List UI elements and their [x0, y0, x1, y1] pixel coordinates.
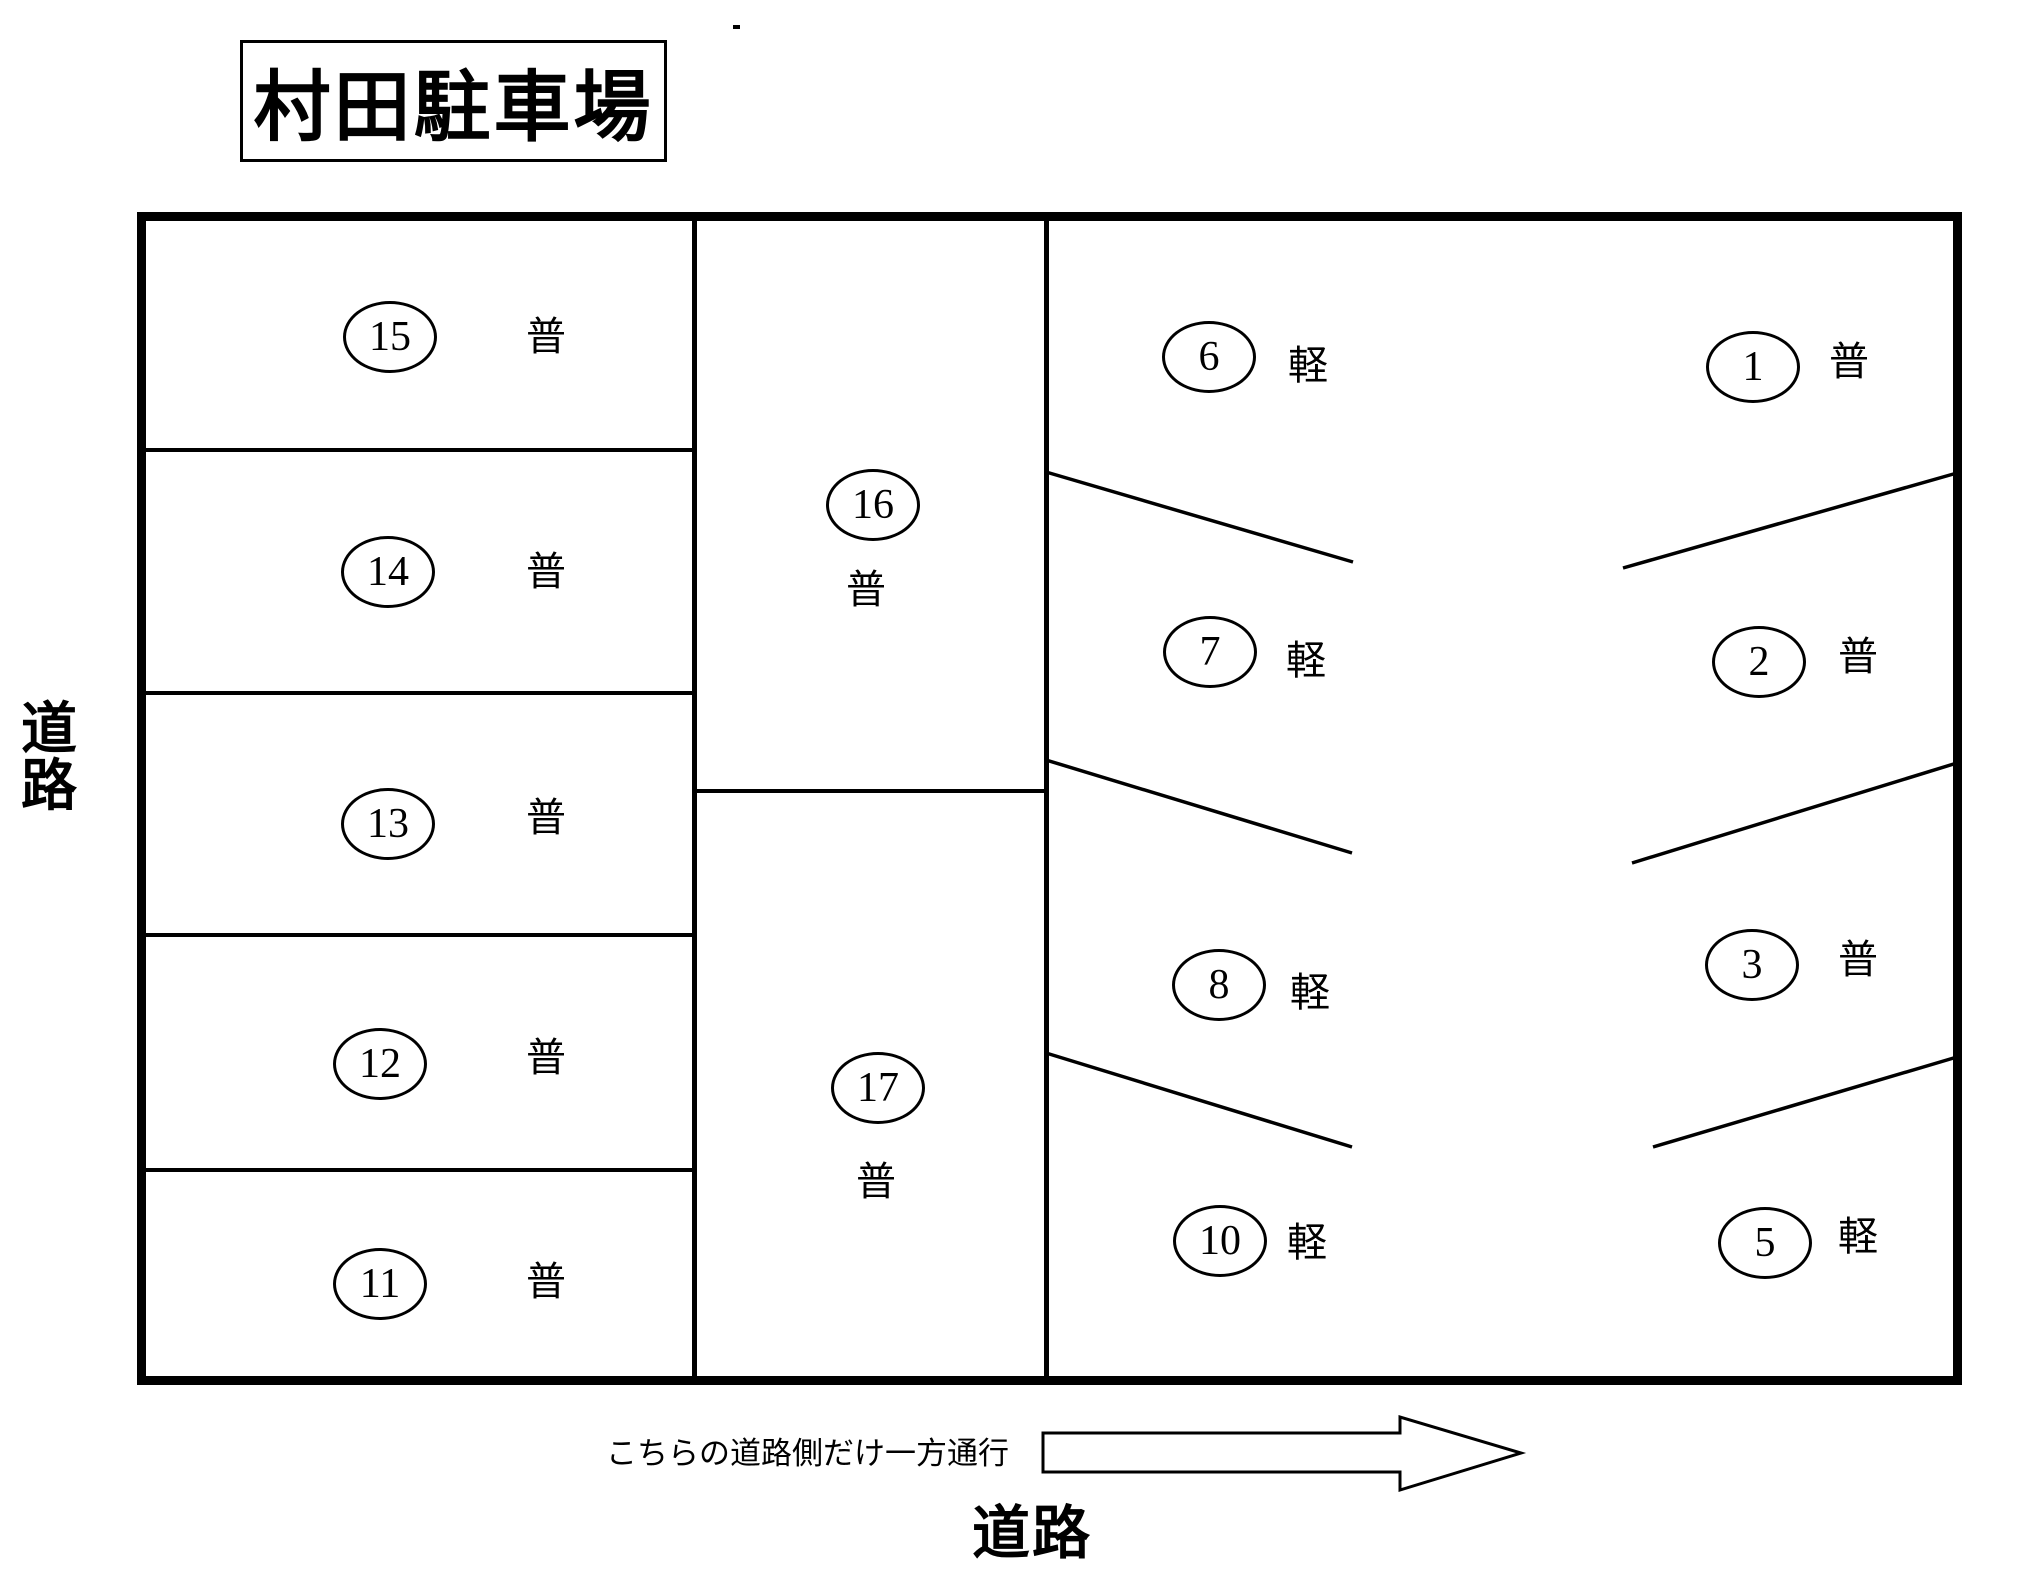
stall-6-type-label: 軽 [1288, 343, 1328, 388]
angle-line-outer-1 [1622, 471, 1958, 570]
stall-16-number: 16 [852, 482, 894, 528]
stall-15-number-circle: 15 [343, 301, 437, 373]
stall-11-type-label: 普 [526, 1259, 566, 1304]
stall-17-number: 17 [857, 1065, 899, 1111]
left-row-divider-1 [145, 448, 693, 452]
separator-left-middle [692, 218, 697, 1378]
one-way-arrow [1041, 1414, 1527, 1493]
stall-14-number: 14 [367, 549, 409, 595]
stall-8-number-circle: 8 [1172, 949, 1266, 1021]
stall-6-number: 6 [1198, 334, 1220, 380]
stall-14-type-label: 普 [526, 549, 566, 594]
stall-10-type-label: 軽 [1287, 1220, 1327, 1265]
left-row-divider-3 [145, 933, 693, 937]
stall-12-number: 12 [359, 1041, 401, 1087]
stall-17-type-label: 普 [856, 1159, 896, 1204]
stall-11-number-circle: 11 [333, 1248, 427, 1320]
stall-2-number-circle: 2 [1712, 626, 1806, 698]
stall-12-number-circle: 12 [333, 1028, 427, 1100]
stall-7-type-label: 軽 [1286, 638, 1326, 683]
angle-line-outer-2 [1631, 761, 1958, 865]
stall-15-number: 15 [369, 314, 411, 360]
stall-2-type-label: 普 [1838, 634, 1878, 679]
stall-7-number: 7 [1199, 629, 1221, 675]
road-label-bottom: 道路 [972, 1501, 1093, 1566]
stall-12-type-label: 普 [526, 1035, 566, 1080]
stall-15-type-label: 普 [526, 314, 566, 359]
stall-6-number-circle: 6 [1162, 321, 1256, 393]
scan-speck [733, 25, 740, 29]
stall-13-number-circle: 13 [341, 788, 435, 860]
stall-13-number: 13 [367, 801, 409, 847]
stall-16-number-circle: 16 [826, 469, 920, 541]
stall-5-number-circle: 5 [1718, 1207, 1812, 1279]
stall-10-number-circle: 10 [1173, 1205, 1267, 1277]
stall-8-number: 8 [1208, 962, 1230, 1008]
stall-16-type-label: 普 [846, 567, 886, 612]
stall-3-number: 3 [1741, 942, 1763, 988]
one-way-note: こちらの道路側だけ一方通行 [606, 1436, 1009, 1471]
stall-13-type-label: 普 [526, 795, 566, 840]
separator-middle-right [1044, 218, 1049, 1378]
stall-14-number-circle: 14 [341, 536, 435, 608]
angle-line-inner-1 [1045, 470, 1354, 564]
stall-11-number: 11 [359, 1261, 401, 1307]
angle-line-inner-2 [1045, 758, 1353, 855]
stall-8-type-label: 軽 [1290, 970, 1330, 1015]
stall-3-number-circle: 3 [1705, 929, 1799, 1001]
stall-5-number: 5 [1754, 1220, 1776, 1266]
stall-1-number: 1 [1742, 344, 1764, 390]
stall-17-number-circle: 17 [831, 1052, 925, 1124]
stall-5-type-label: 軽 [1838, 1214, 1878, 1259]
stall-3-type-label: 普 [1838, 937, 1878, 982]
left-row-divider-2 [145, 691, 693, 695]
stall-10-number: 10 [1199, 1218, 1241, 1264]
stall-1-number-circle: 1 [1706, 331, 1800, 403]
left-row-divider-4 [145, 1168, 693, 1172]
middle-row-divider [694, 789, 1046, 793]
angle-line-outer-3 [1652, 1055, 1958, 1149]
angle-line-inner-3 [1045, 1051, 1353, 1149]
lot-outline [137, 212, 1962, 1385]
road-label-left: 道路 [21, 699, 77, 818]
title-box: 村田駐車場 [240, 40, 667, 162]
stall-1-type-label: 普 [1829, 339, 1869, 384]
title-text: 村田駐車場 [253, 64, 654, 151]
stall-2-number: 2 [1748, 639, 1770, 685]
stall-7-number-circle: 7 [1163, 616, 1257, 688]
